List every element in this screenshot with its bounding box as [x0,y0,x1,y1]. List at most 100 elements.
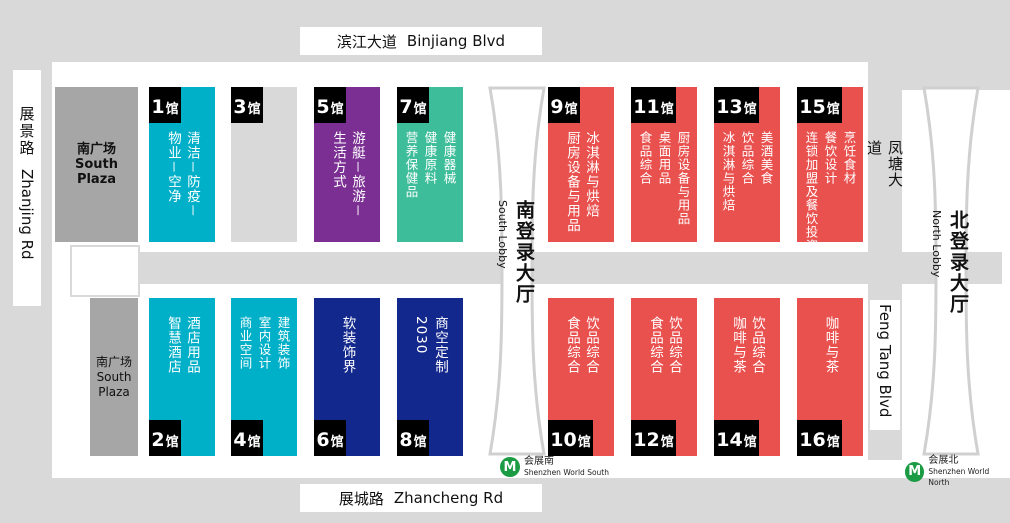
hall-categories: 清洁－防疫－物业－空净 [149,131,215,218]
road-zhanjing-cn: 展景路 [17,106,36,157]
metro-station-south[interactable]: M 会展南 Shenzhen World South [500,456,609,478]
hall-suffix: 馆 [247,102,261,117]
road-zhancheng-cn: 展城路 [338,489,384,508]
hall-number: 5 [316,96,330,118]
hall-suffix: 馆 [330,435,344,450]
hall-category-text: 酒店用品 [184,316,200,374]
plaza-bottom-cn: 南广场 [95,354,132,369]
hall-suffix: 馆 [413,435,427,450]
hall-category-text: 厨房设备与用品 [675,131,691,226]
hall-number: 14 [716,429,743,451]
road-label-fengtang-cn: 凤塘大道 [865,140,904,200]
hall-categories: 饮品综合咖啡与茶 [714,316,780,374]
hall-categories: 饮品综合食品综合 [631,316,697,374]
hall-category-text: 餐饮设计 [822,131,838,185]
north-lobby-cn: 北登录大厅 [947,210,969,315]
hall-category-text: 生活方式 [330,131,346,189]
north-lobby-shape [922,86,980,456]
road-label-zhanjing: 展景路 Zhanjing Rd [13,70,41,306]
hall-categories: 酒店用品智慧酒店 [149,316,215,374]
hall-category-text: 智慧酒店 [165,316,181,374]
plaza-top-en2: Plaza [76,172,117,187]
road-binjiang-en: Binjiang Blvd [406,32,506,50]
hall-categories: 游艇－旅游－生活方式 [314,131,380,218]
road-zhancheng-en: Zhancheng Rd [393,489,504,507]
hall-suffix: 馆 [564,102,578,117]
hall-category-text: 食品综合 [564,316,580,374]
plaza-bottom-en2: Plaza [98,384,130,399]
hall-category-text: 软装饰界 [339,316,356,374]
hall-number: 3 [233,96,247,118]
south-lobby-cn: 南登录大厅 [513,200,535,305]
hall-category-text: 美酒美食 [758,131,774,185]
plaza-link-inner [72,247,138,295]
hall-number: 11 [633,96,660,118]
hall-category-text: 咖啡与茶 [822,316,839,374]
hall-number: 9 [550,96,564,118]
metro-south-en: Shenzhen World South [524,468,609,477]
hall-categories: 冰淇淋与烘焙厨房设备与用品 [548,131,614,233]
hall-category-text: 商业空间 [237,316,253,370]
hall-categories: 饮品综合食品综合 [548,316,614,374]
hall-categories: 美酒美食饮品综合冰淇淋与烘焙 [714,131,780,212]
hall-number: 6 [316,429,330,451]
hall-category-text: 食品综合 [647,316,663,374]
hall-number: 12 [633,429,660,451]
metro-south-cn: 会展南 [524,456,554,467]
hall-suffix: 馆 [743,435,757,450]
south-lobby-shape [488,86,546,456]
hall-suffix: 馆 [330,102,344,117]
hall-number: 15 [799,96,826,118]
south-plaza-bottom: 南广场 South Plaza [90,298,138,456]
plaza-bottom-en1: South [96,369,132,384]
hall-categories: 软装饰界 [314,316,380,374]
south-plaza-top: 南广场 South Plaza [55,87,138,242]
hall-category-text: 建筑装饰 [275,316,291,370]
hall-number: 8 [399,429,413,451]
hall-category-text: 厨房设备与用品 [564,131,580,233]
hall-number: 2 [151,429,165,451]
hall-category-text: 烹饪食材 [841,131,857,185]
hall-suffix: 馆 [165,435,179,450]
hall-category-text: 饮品综合 [749,316,765,374]
hall-category-text: 饮品综合 [666,316,682,374]
hall-number: 4 [233,429,247,451]
hall-category-text: 游艇－旅游－ [349,131,365,218]
metro-icon: M [500,457,520,477]
hall-category-text: 清洁－防疫－ [184,131,200,218]
hall-category-text: 物业－空净 [165,131,181,204]
hall-category-text: 室内设计 [256,316,272,370]
central-corridor [138,252,1002,284]
road-binjiang-cn: 滨江大道 [336,32,397,51]
south-lobby-label: 南登录大厅 South Lobby [488,200,546,330]
hall-suffix: 馆 [660,435,674,450]
hall-category-text: 咖啡与茶 [730,316,746,374]
road-label-zhancheng: 展城路 Zhancheng Rd [300,484,542,512]
metro-station-north[interactable]: M 会展北 Shenzhen World North [905,455,1010,488]
